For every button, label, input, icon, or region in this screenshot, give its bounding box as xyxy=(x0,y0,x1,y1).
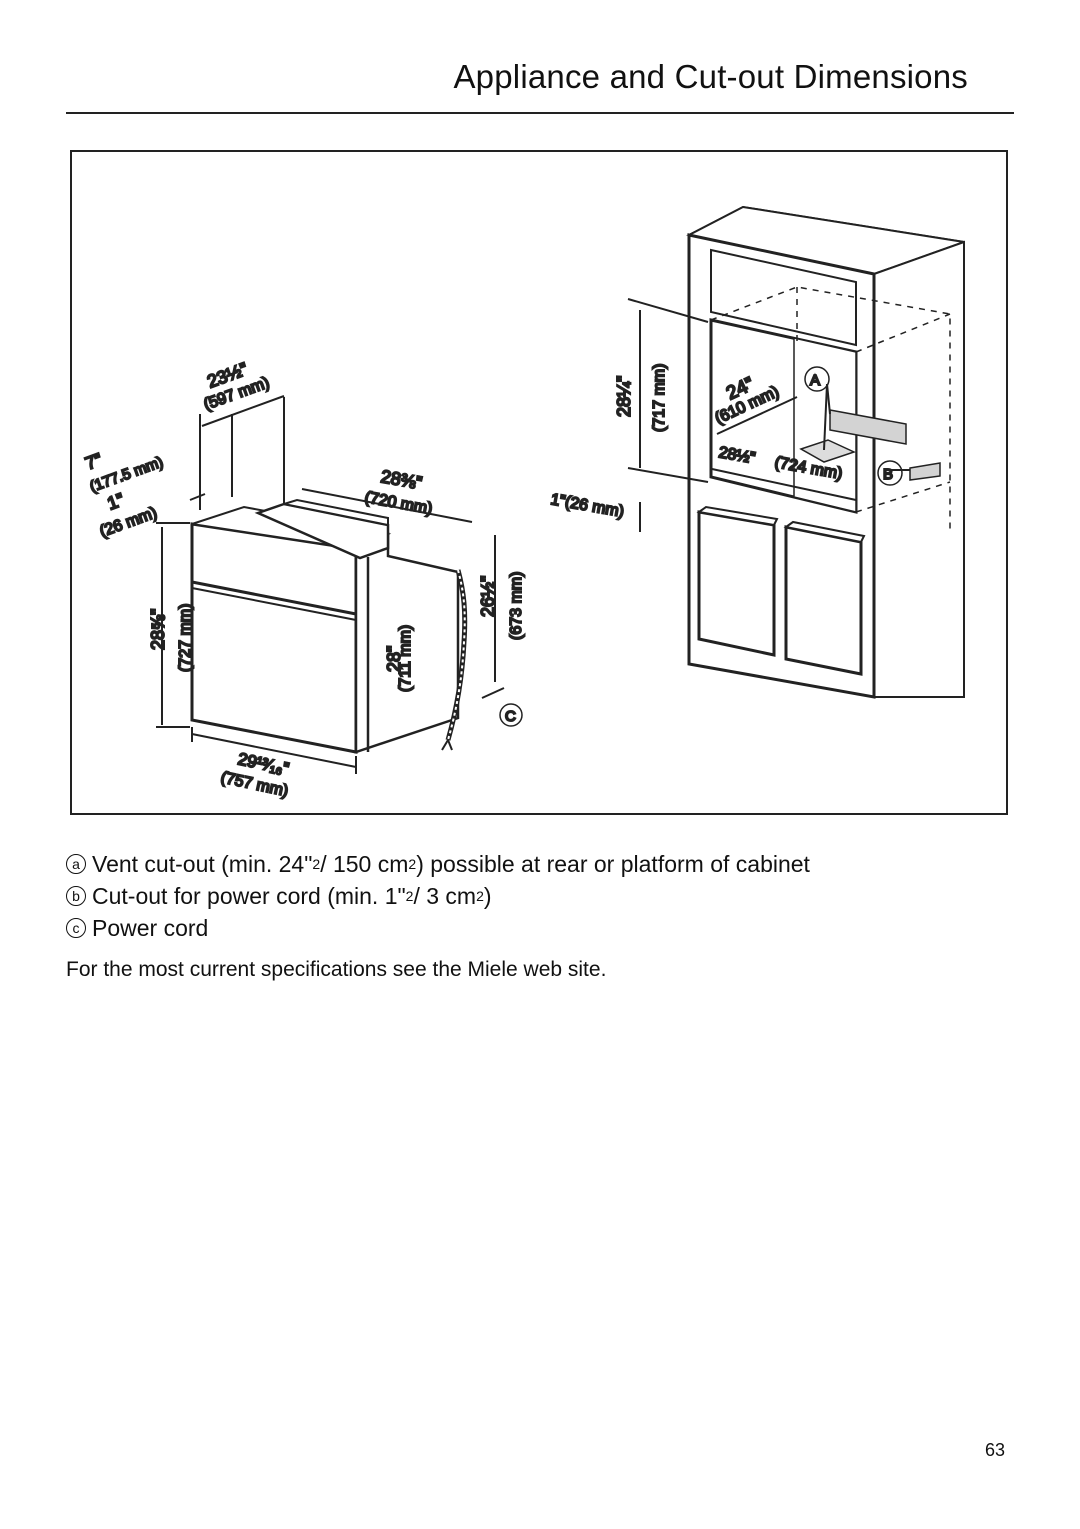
niche-height-mm: (717 mm) xyxy=(651,364,668,432)
legend-text-a-1: Vent cut-out (min. 24" xyxy=(92,850,313,877)
legend-item-c: c Power cord xyxy=(66,912,810,944)
oven-width-mm: (720 mm) xyxy=(363,489,433,518)
callout-c: C xyxy=(499,703,523,727)
base-gap: 1"(26 mm) xyxy=(549,491,625,521)
legend-text-b-2: / 3 cm xyxy=(413,882,477,909)
oven-body-height-in: 28" xyxy=(384,646,404,672)
callout-a-label: A xyxy=(810,372,820,389)
callout-b: B xyxy=(877,460,903,486)
legend-text-a-2: / 150 cm xyxy=(320,850,409,877)
page-number: 63 xyxy=(985,1440,1006,1460)
legend-text-b-1: Cut-out for power cord (min. 1" xyxy=(92,882,406,909)
oven-front-offset-mm: (26 mm) xyxy=(98,504,160,540)
legend-sup-b-2: 2 xyxy=(476,888,484,904)
dimension-figure: 23½" (597 mm) 7" (177.5 mm) 1" (26 mm) 2… xyxy=(70,150,1008,815)
oven-width-in: 28⅜" xyxy=(379,466,423,493)
niche-height-in: 28¼" xyxy=(614,376,634,417)
callout-c-label: C xyxy=(505,708,516,725)
callout-a: A xyxy=(804,366,830,392)
cord-height-in: 26½" xyxy=(478,576,498,617)
legend-marker-a: a xyxy=(66,854,86,874)
legend-text-c-1: Power cord xyxy=(92,914,209,941)
legend-text-a-3: ) possible at rear or platform of cabine… xyxy=(416,850,810,877)
legend-marker-b: b xyxy=(66,886,86,906)
note-text: For the most current specifications see … xyxy=(66,958,607,981)
oven-drawing xyxy=(156,395,505,774)
legend-sup-a-1: 2 xyxy=(312,856,321,872)
cord-height-mm: (673 mm) xyxy=(508,572,525,640)
dimension-drawing: 23½" (597 mm) 7" (177.5 mm) 1" (26 mm) 2… xyxy=(82,205,965,801)
legend-item-b: b Cut-out for power cord (min. 1"2 / 3 c… xyxy=(66,880,810,912)
legend-marker-c: c xyxy=(66,918,86,938)
page-title: Appliance and Cut-out Dimensions xyxy=(453,58,968,95)
oven-control-offset-in: 7" xyxy=(83,449,105,473)
legend-sup-b-1: 2 xyxy=(405,888,414,904)
oven-height-mm: (727 mm) xyxy=(177,604,194,672)
oven-front-offset-in: 1" xyxy=(105,489,127,513)
legend-sup-a-2: 2 xyxy=(408,856,417,872)
cabinet-drawing xyxy=(627,205,965,699)
oven-height-in: 28⅝" xyxy=(148,609,168,650)
oven-body-height-mm: (711 mm) xyxy=(397,625,414,692)
title-divider xyxy=(66,112,1014,114)
legend-text-b-3: ) xyxy=(483,882,492,909)
callout-b-label: B xyxy=(883,466,893,483)
